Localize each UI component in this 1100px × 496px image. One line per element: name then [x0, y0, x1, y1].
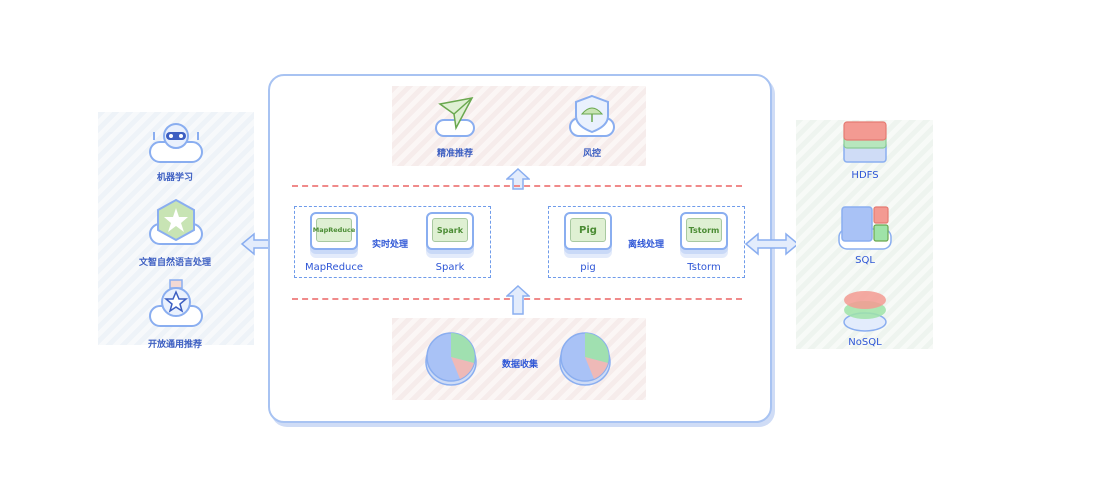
- shield-umbrella-icon: [566, 94, 618, 140]
- realtime-label: 实时处理: [371, 240, 409, 250]
- spark-chip: Spark: [426, 212, 474, 250]
- robot-icon: [146, 118, 206, 166]
- top-label-risk: 风控: [582, 149, 602, 159]
- pig-caption: pig: [580, 262, 596, 273]
- realtime-processing-box: [294, 206, 491, 278]
- up-arrow-top-icon: [505, 167, 531, 190]
- mapreduce-chip: MapReduce: [310, 212, 358, 250]
- offline-processing-box: [548, 206, 745, 278]
- pig-chip-text: Pig: [570, 218, 606, 242]
- right-double-arrow-icon: [744, 232, 800, 256]
- tstorm-chip-text: Tstorm: [686, 218, 722, 242]
- table-blocks-icon: [836, 205, 894, 253]
- left-label-rec: 开放通用推荐: [147, 340, 203, 350]
- sql-label: SQL: [855, 255, 875, 266]
- paper-plane-icon: [432, 94, 478, 140]
- spark-caption: Spark: [435, 262, 465, 273]
- spark-chip-text: Spark: [432, 218, 468, 242]
- offline-label: 离线处理: [627, 240, 665, 250]
- data-collection-label: 数据收集: [501, 360, 539, 370]
- pie-disk-icon: [424, 330, 478, 386]
- up-arrow-bottom-icon: [505, 284, 531, 315]
- pig-chip: Pig: [564, 212, 612, 250]
- left-label-ml: 机器学习: [156, 173, 194, 183]
- hdfs-label: HDFS: [851, 170, 879, 181]
- left-label-nlp: 文智自然语言处理: [138, 258, 212, 268]
- pie-disk-icon: [558, 330, 612, 386]
- tstorm-caption: Tstorm: [687, 262, 721, 273]
- star-medal-icon: [146, 278, 206, 330]
- star-polygon-icon: [146, 198, 206, 248]
- mapreduce-caption: MapReduce: [304, 262, 364, 273]
- mapreduce-chip-text: MapReduce: [313, 218, 355, 242]
- stacked-layers-icon: [838, 120, 892, 166]
- tstorm-chip: Tstorm: [680, 212, 728, 250]
- nosql-label: NoSQL: [848, 337, 882, 348]
- top-red-dashed-line: [292, 185, 742, 187]
- disk-stack-icon: [840, 288, 890, 334]
- top-label-rec: 精准推荐: [436, 149, 474, 159]
